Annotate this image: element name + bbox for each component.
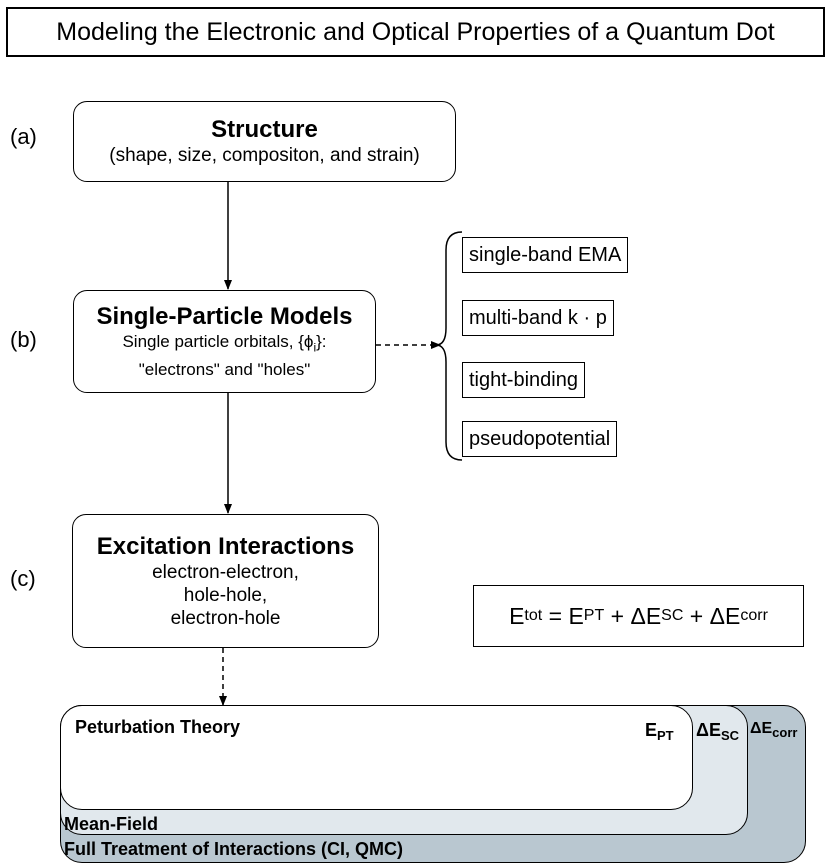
e-pt-label: EPT bbox=[645, 720, 674, 743]
step-c-label: (c) bbox=[10, 566, 36, 591]
excitation-line1: electron-electron, bbox=[152, 561, 299, 583]
diagram-title: Modeling the Electronic and Optical Prop… bbox=[6, 7, 825, 57]
single-particle-detail: Single particle orbitals, {ϕi}: bbox=[122, 332, 327, 355]
excitation-heading: Excitation Interactions bbox=[96, 532, 355, 560]
model-single-band-ema: single-band EMA bbox=[462, 237, 629, 273]
single-particle-heading: Single-Particle Models bbox=[96, 303, 353, 331]
structure-heading: Structure bbox=[211, 116, 318, 143]
excitation-interactions-box: Excitation Interactions electron-electro… bbox=[72, 514, 379, 648]
step-b-label: (b) bbox=[10, 327, 37, 352]
full-treatment-label: Full Treatment of Interactions (CI, QMC) bbox=[64, 839, 404, 859]
single-particle-detail-line2: "electrons" and "holes" bbox=[138, 359, 311, 379]
excitation-line2: hole-hole, bbox=[183, 584, 268, 606]
model-tight-binding: tight-binding bbox=[462, 362, 585, 398]
step-a-label: (a) bbox=[10, 124, 37, 149]
model-pseudopotential: pseudopotential bbox=[462, 421, 618, 457]
model-multi-band-kp: multi-band k · p bbox=[462, 300, 614, 336]
structure-detail: (shape, size, compositon, and strain) bbox=[109, 145, 420, 166]
delta-e-corr-label: ΔEcorr bbox=[750, 720, 798, 740]
structure-box: Structure (shape, size, compositon, and … bbox=[73, 101, 456, 182]
models-brace bbox=[435, 231, 463, 461]
mean-field-label: Mean-Field bbox=[64, 814, 159, 834]
delta-e-sc-label: ΔESC bbox=[696, 720, 740, 743]
perturbation-theory-label: Peturbation Theory bbox=[75, 717, 241, 737]
single-particle-models-box: Single-Particle Models Single particle o… bbox=[73, 290, 376, 393]
excitation-line3: electron-hole bbox=[170, 607, 281, 629]
perturbation-theory-layer bbox=[60, 705, 693, 810]
